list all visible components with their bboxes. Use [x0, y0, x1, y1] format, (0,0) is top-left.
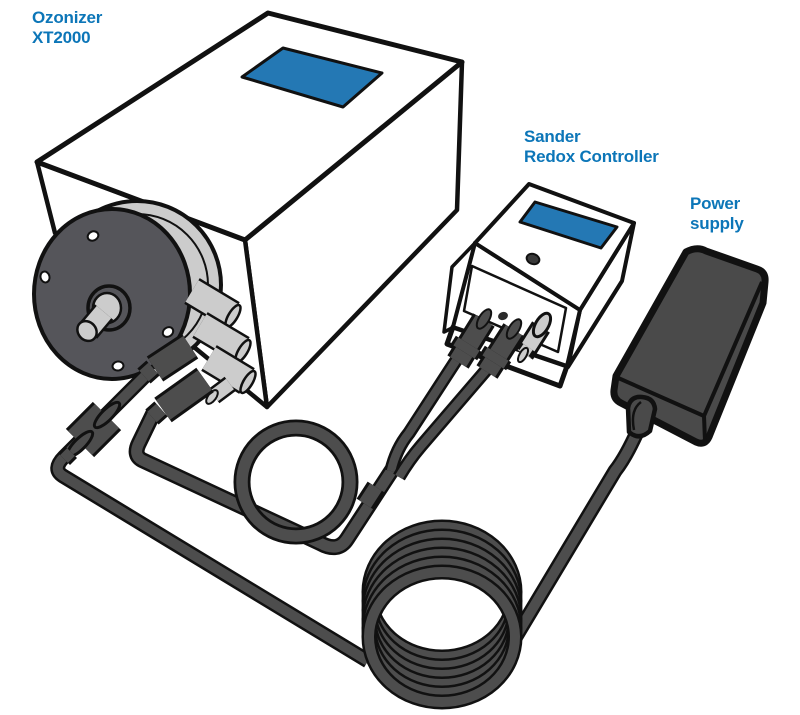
cable-coil [361, 519, 523, 710]
screw-hole [86, 230, 100, 242]
gas-fittings [184, 278, 257, 405]
cable-sleeve-sensor [145, 367, 214, 425]
controller-label: Sander Redox Controller [524, 127, 659, 167]
ozonizer-label-line1: Ozonizer [32, 8, 103, 27]
ozonizer-label-line2: XT2000 [32, 28, 91, 47]
controller-led [525, 252, 541, 266]
controller-display-panel [518, 200, 619, 250]
controller-panel-dot [498, 311, 508, 321]
controller-plug-1 [447, 308, 495, 369]
cable-sleeve-power [137, 333, 199, 384]
power-supply-brick [610, 245, 769, 447]
flange-disc [32, 199, 223, 381]
power-supply-label-line2: supply [690, 214, 744, 233]
ferrite-bead [57, 400, 122, 466]
ozonizer-label: Ozonizer XT2000 [32, 8, 102, 48]
screw-hole [161, 326, 175, 338]
disc-hub-shaft [76, 284, 132, 343]
controller-label-line1: Sander [524, 127, 581, 146]
fitting-cap [239, 369, 257, 395]
barb-fitting [205, 376, 236, 405]
shaft-end-cap [76, 319, 98, 343]
power-supply-edge-lines [615, 281, 764, 442]
screw-hole [39, 270, 51, 284]
cable-splitter-sleeve [356, 481, 385, 510]
controller-plug-2 [476, 318, 525, 379]
power-plug [625, 394, 658, 439]
disc-screw-holes [39, 230, 175, 372]
power-supply-label: Power supply [690, 194, 744, 234]
power-supply-label-line1: Power [690, 194, 741, 213]
controller-top-face [473, 182, 636, 312]
screw-hole [111, 360, 125, 372]
ozonizer-top-panel [240, 46, 384, 109]
bnc-connector [515, 311, 553, 364]
controller-label-line2: Redox Controller [524, 147, 659, 166]
